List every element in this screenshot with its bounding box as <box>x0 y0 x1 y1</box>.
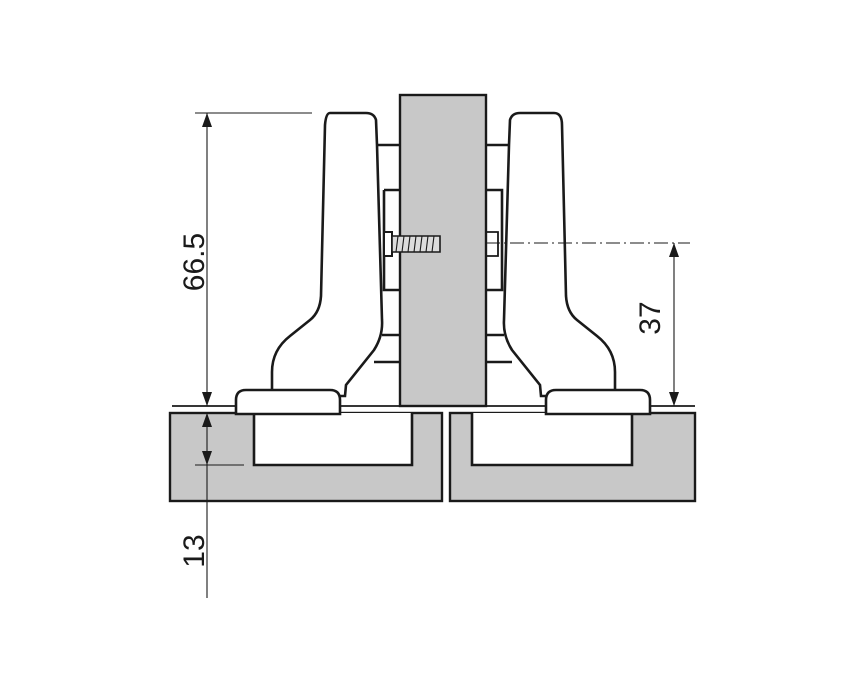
dimension-37 <box>669 243 679 406</box>
dimension-label-mounting-height: 37 <box>634 301 667 334</box>
dimension-label-overall-height: 66.5 <box>178 233 211 291</box>
screw-icon <box>383 231 441 257</box>
right-cup-recess <box>470 413 634 467</box>
left-bracket-block <box>382 188 400 292</box>
right-bracket-lower <box>486 333 512 364</box>
right-screw-stub <box>486 231 499 257</box>
left-cup-recess <box>252 413 414 467</box>
right-hinge-arm <box>502 111 617 398</box>
dimension-66-5 <box>195 112 312 406</box>
left-hinge-arm <box>270 111 384 398</box>
left-hinge-base <box>234 388 342 416</box>
right-bracket-block <box>486 188 504 292</box>
dimension-13 <box>195 413 244 598</box>
right-hinge-base <box>544 388 652 416</box>
dimension-label-cup-offset: 13 <box>178 534 211 567</box>
left-bracket-lower <box>374 333 400 364</box>
